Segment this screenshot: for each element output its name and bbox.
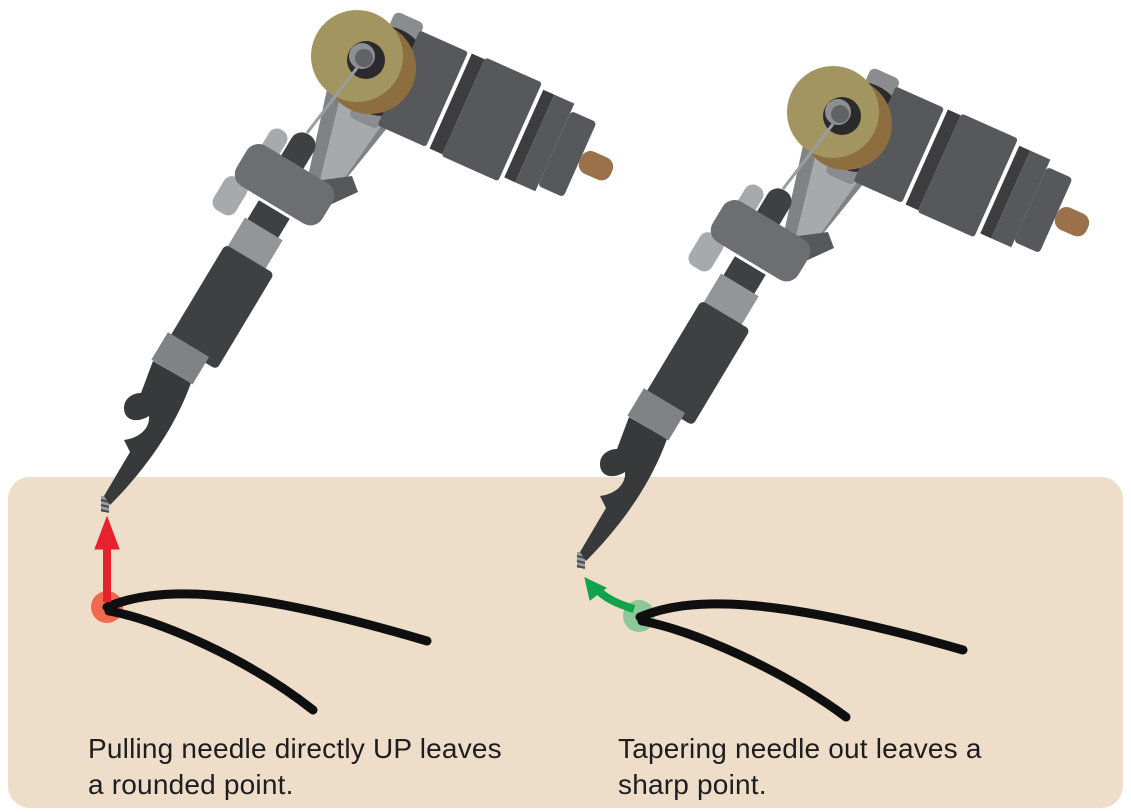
ink-stroke-right-upper — [635, 599, 968, 655]
taper-out-arrow — [584, 577, 636, 613]
caption-left: Pulling needle directly UP leaves a roun… — [88, 731, 502, 803]
caption-right-line1: Tapering needle out leaves a — [618, 733, 982, 764]
ink-strokes — [102, 589, 968, 722]
ink-stroke-left-upper — [102, 589, 432, 646]
ink-stroke-left-lower — [104, 606, 318, 715]
caption-right-line2: sharp point. — [618, 769, 767, 800]
tattoo-machine-left — [99, 0, 638, 514]
caption-right: Tapering needle out leaves a sharp point… — [618, 731, 982, 803]
caption-left-line2: a rounded point. — [88, 769, 294, 800]
pull-up-arrow — [94, 515, 120, 602]
ink-stroke-right-lower — [637, 616, 851, 722]
skin-surface — [8, 477, 1123, 808]
caption-left-line1: Pulling needle directly UP leaves — [88, 733, 502, 764]
